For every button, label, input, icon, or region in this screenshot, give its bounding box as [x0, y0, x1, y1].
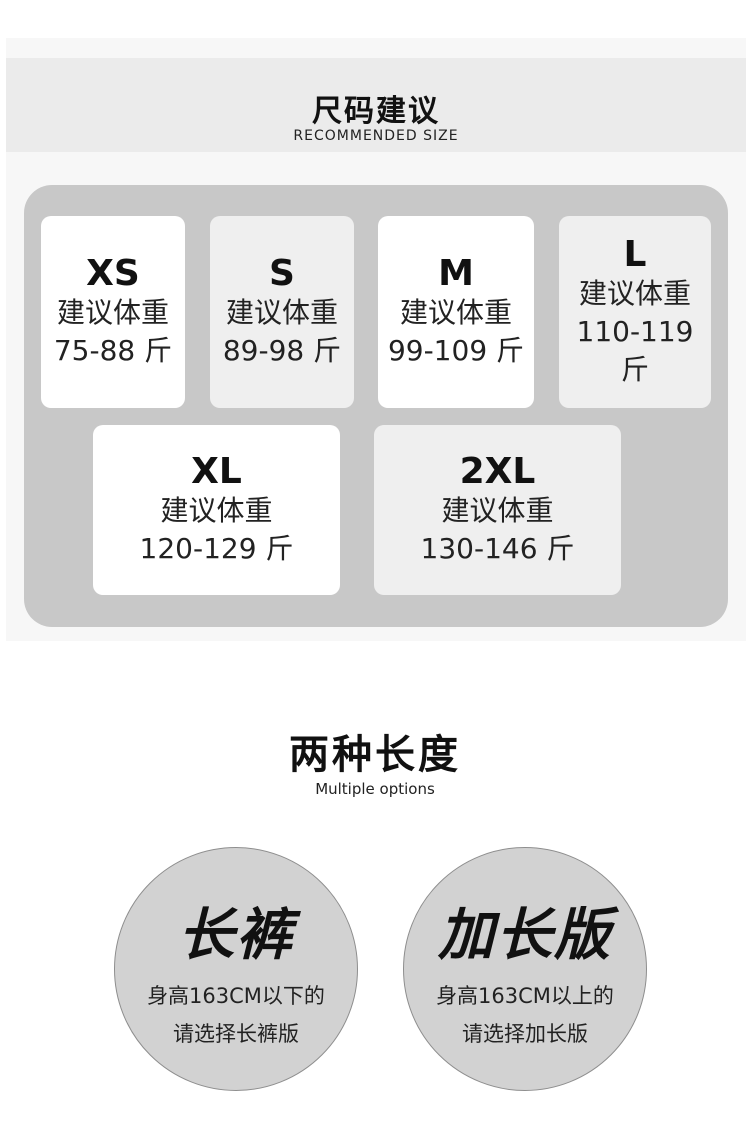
size-weight-label: 建议体重 [160, 494, 273, 527]
size-weight-range: 110-119 斤 [576, 315, 694, 386]
options-title-en: Multiple options [315, 780, 435, 798]
size-card-2xl: 2XL 建议体重 130-146 斤 [374, 425, 621, 595]
size-header-band: 尺码建议 RECOMMENDED SIZE [6, 58, 746, 152]
size-name: S [269, 253, 295, 294]
size-weight-label: 建议体重 [578, 277, 691, 310]
size-name: 2XL [459, 451, 536, 492]
size-name: M [438, 253, 474, 294]
size-card-s: S 建议体重 89-98 斤 [210, 216, 354, 408]
size-name: XS [86, 253, 140, 294]
size-weight-range: 130-146 斤 [420, 532, 575, 565]
size-weight-label: 建议体重 [399, 296, 512, 329]
size-recommendation-section: 尺码建议 RECOMMENDED SIZE XS 建议体重 75-88 斤 S … [6, 38, 746, 641]
size-weight-range: 89-98 斤 [222, 334, 342, 367]
size-card-m: M 建议体重 99-109 斤 [378, 216, 534, 408]
size-card-xl: XL 建议体重 120-129 斤 [93, 425, 340, 595]
size-weight-range: 120-129 斤 [139, 532, 294, 565]
size-card-xs: XS 建议体重 75-88 斤 [41, 216, 185, 408]
size-name: XL [191, 451, 242, 492]
option-height-note: 身高163CM以上的 [436, 984, 614, 1008]
size-cards-panel: XS 建议体重 75-88 斤 S 建议体重 89-98 斤 M 建议体重 99… [24, 185, 728, 627]
size-card-l: L 建议体重 110-119 斤 [559, 216, 711, 408]
option-name: 加长版 [438, 903, 612, 968]
option-extra-long-circle: 加长版 身高163CM以上的 请选择加长版 [403, 847, 647, 1091]
size-title-en: RECOMMENDED SIZE [293, 128, 459, 144]
option-long-pants-circle: 长裤 身高163CM以下的 请选择长裤版 [114, 847, 358, 1091]
size-weight-label: 建议体重 [56, 296, 169, 329]
option-name: 长裤 [178, 903, 294, 968]
option-choice-note: 请选择加长版 [462, 1022, 588, 1046]
options-title-cn: 两种长度 [289, 732, 461, 778]
size-title-cn: 尺码建议 [312, 94, 440, 129]
option-choice-note: 请选择长裤版 [173, 1022, 299, 1046]
size-weight-label: 建议体重 [225, 296, 338, 329]
size-weight-range: 99-109 斤 [387, 334, 525, 367]
size-name: L [623, 234, 647, 275]
option-height-note: 身高163CM以下的 [147, 984, 325, 1008]
size-weight-label: 建议体重 [441, 494, 554, 527]
size-weight-range: 75-88 斤 [53, 334, 173, 367]
